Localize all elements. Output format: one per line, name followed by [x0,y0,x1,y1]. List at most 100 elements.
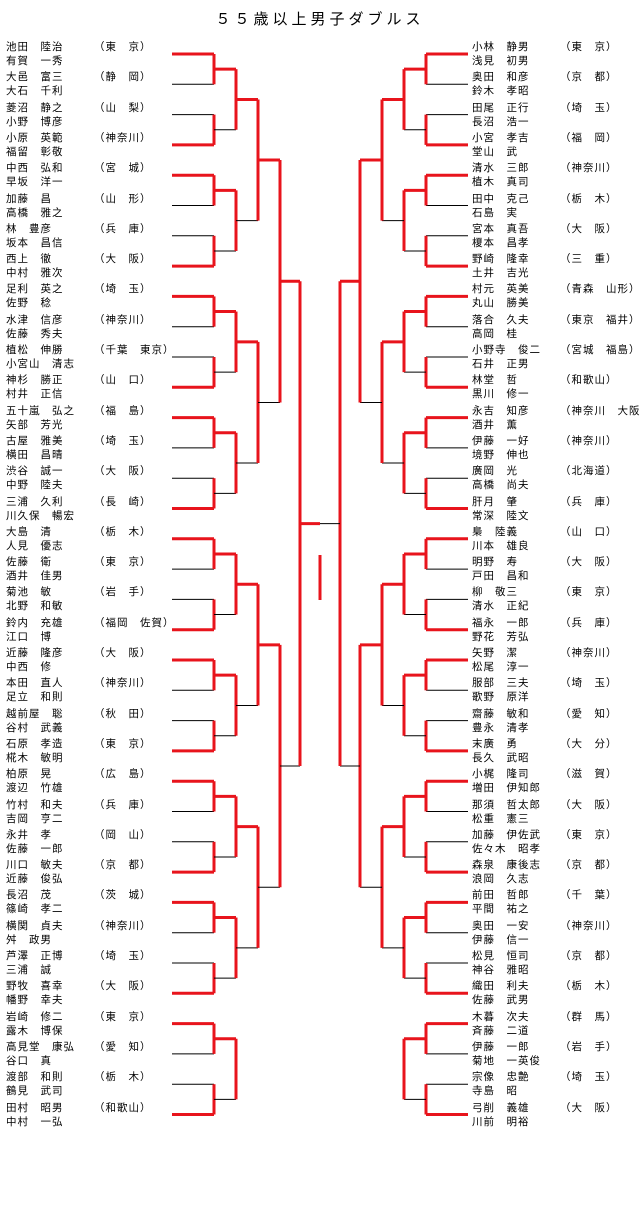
player-name: 野牧 喜幸 [6,980,64,993]
player-name: 永吉 知彦 [472,404,530,417]
player-name: 佐藤 一郎 [6,842,64,855]
player-names: 田村 昭男中村 一弘 [6,1101,86,1129]
player-name: 豊永 清孝 [472,721,530,734]
player-name: 柳 敬三 [472,586,518,599]
player-name: 矢部 芳光 [6,418,64,431]
player-names: 竹村 和夫吉岡 亨二 [6,798,86,826]
prefecture: （神奈川 大阪） [560,404,640,417]
prefecture: （兵 庫） [560,495,618,508]
prefecture: （大 阪） [560,1101,618,1114]
prefecture: （千葉 東京） [94,344,175,356]
right-pair-entry: 田中 克己石島 実（栃 木） [472,192,618,220]
left-pair-entry: 加藤 昌高橋 雅之（山 形） [6,192,152,220]
player-names: 田尾 正行長沼 浩一 [472,101,552,129]
player-name: 伊藤 一郎 [472,1040,530,1053]
right-pair-entry: 梟 陸義川本 雄良（山 口） [472,525,618,553]
player-name: 本田 直人 [6,677,64,690]
player-name: 田尾 正行 [472,101,530,114]
player-name: 菊地 一英俊 [472,1054,541,1067]
player-name: 渋谷 誠一 [6,465,64,478]
prefecture: （大 阪） [560,556,618,569]
left-pair-entry: 池田 陸治有賀 一秀（東 京） [6,40,152,68]
player-name: 落合 久夫 [472,313,530,326]
player-name: 菊池 敏 [6,586,52,599]
right-pair-entry: 肝月 肇常深 陸文（兵 庫） [472,495,618,523]
prefecture: （大 阪） [94,253,152,266]
player-name: 池田 陸治 [6,41,64,53]
player-name: 森泉 康後志 [472,859,541,872]
player-name: 江口 博 [6,630,52,643]
player-name: 小林 静男 [472,41,530,53]
prefecture: （茨 城） [94,889,152,902]
player-name: 浅見 初男 [472,55,530,67]
prefecture: （静 岡） [94,71,152,84]
player-names: 渡部 和則鶴見 武司 [6,1070,86,1098]
player-name: 大島 清 [6,525,52,538]
prefecture: （千 葉） [560,889,618,902]
left-pair-entry: 林 豊彦坂本 昌信（兵 庫） [6,222,152,250]
player-name: 村元 英美 [472,283,530,296]
player-names: 永井 孝佐藤 一郎 [6,828,86,856]
left-pair-entry: 竹村 和夫吉岡 亨二（兵 庫） [6,798,152,826]
player-names: 小野寺 俊二石井 正男 [472,343,552,371]
left-pair-entry: 田村 昭男中村 一弘（和歌山） [6,1101,152,1129]
player-name: 小宮山 清志 [6,358,75,370]
player-name: 斉藤 二道 [472,1024,530,1037]
player-name: 岩崎 修二 [6,1010,64,1023]
left-pair-entry: 三浦 久利川久保 暢宏（長 崎） [6,495,152,523]
player-name: 長沼 浩一 [472,115,530,128]
right-pair-entry: 木暮 次夫斉藤 二道（群 馬） [472,1010,618,1038]
left-pair-entry: 神杉 勝正村井 正信（山 口） [6,373,152,401]
player-names: 加藤 昌高橋 雅之 [6,192,86,220]
right-pair-entry: 清水 三郎植木 真司（神奈川） [472,161,618,189]
prefecture: （東京 福井） [560,313,640,326]
prefecture: （東 京） [560,828,618,841]
prefecture: （神奈川） [560,162,618,175]
player-name: 伊藤 信一 [472,933,530,946]
player-names: 弓削 義雄川前 明裕 [472,1101,552,1129]
player-name: 清水 正紀 [472,600,530,613]
player-name: 人見 優志 [6,539,64,552]
player-name: 田中 克己 [472,192,530,205]
prefecture: （青森 山形） [560,283,640,296]
prefecture: （東 京） [560,41,618,53]
player-name: 長沼 茂 [6,889,52,902]
prefecture: （神奈川） [94,313,152,326]
player-name: 谷口 真 [6,1054,52,1067]
player-name: 北野 和敏 [6,600,64,613]
player-name: 川本 雄良 [472,539,530,552]
prefecture: （広 島） [94,768,152,781]
player-name: 渡辺 竹雄 [6,782,64,795]
player-name: 野崎 隆幸 [472,253,530,266]
player-name: 横関 貞夫 [6,919,64,932]
player-names: 菊池 敏北野 和敏 [6,585,86,613]
player-name: 田村 昭男 [6,1101,64,1114]
player-names: 植松 伸勝小宮山 清志 [6,343,86,371]
prefecture: （大 阪） [94,647,152,659]
player-name: 近藤 俊弘 [6,873,64,886]
player-names: 前田 哲郎平間 祐之 [472,888,552,916]
player-name: 川前 明裕 [472,1115,530,1128]
player-name: 大石 千利 [6,85,64,98]
right-pair-entry: 村元 英美丸山 勝美（青森 山形） [472,282,640,310]
player-names: 齋藤 敏和豊永 清孝 [472,707,552,735]
player-names: 宗像 忠艶寺島 昭 [472,1070,552,1098]
player-name: 酒井 佳男 [6,570,64,583]
player-name: 植木 真司 [472,176,530,189]
left-pair-entry: 小原 英範福留 彰敬（神奈川） [6,131,152,159]
player-names: 石原 孝造椛木 敏明 [6,737,86,765]
player-name: 奥田 一安 [472,919,530,932]
player-names: 梟 陸義川本 雄良 [472,525,552,553]
prefecture: （神奈川） [560,647,618,659]
prefecture: （栃 木） [560,192,618,205]
player-names: 那須 哲太郎松重 憲三 [472,798,552,826]
prefecture: （宮城 福島） [560,344,640,356]
left-pair-entry: 高見堂 康弘谷口 真（愛 知） [6,1040,152,1068]
player-names: 永吉 知彦酒井 薫 [472,404,552,432]
player-names: 伊藤 一好境野 伸也 [472,434,552,462]
player-names: 柳 敬三清水 正紀 [472,585,552,613]
prefecture: （京 都） [94,859,152,872]
player-name: 小梶 隆司 [472,768,530,781]
right-pair-entry: 小野寺 俊二石井 正男 （宮城 福島） [472,343,640,371]
